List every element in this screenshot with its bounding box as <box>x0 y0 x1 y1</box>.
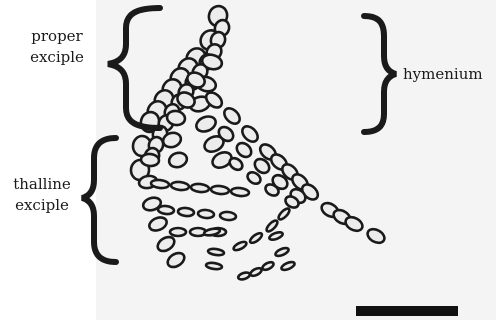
label-proper-exciple-line1: proper <box>14 26 100 47</box>
cell <box>343 214 365 233</box>
cell <box>191 183 210 193</box>
brace-hymenium <box>364 16 396 132</box>
cell <box>249 231 264 244</box>
brace-thalline-exciple <box>82 138 116 262</box>
label-thalline-exciple-line1: thalline <box>0 174 84 195</box>
cell <box>237 271 250 280</box>
cell <box>249 267 262 278</box>
cell <box>147 215 168 233</box>
cell <box>151 179 170 189</box>
cell <box>158 205 175 215</box>
cell <box>274 246 289 257</box>
cell <box>165 250 187 270</box>
label-thalline-exciple-line2: exciple <box>0 195 84 216</box>
cell <box>277 207 291 221</box>
label-proper-exciple: proper exciple <box>14 26 100 68</box>
label-hymenium: hymenium <box>403 64 483 85</box>
cell <box>171 181 190 191</box>
cell <box>239 123 260 144</box>
cell <box>265 219 279 233</box>
cell <box>268 231 283 242</box>
scale-bar <box>356 306 458 316</box>
cell <box>280 260 295 271</box>
cell <box>170 228 186 236</box>
cell <box>232 240 247 252</box>
cell <box>234 140 254 160</box>
cell <box>194 114 218 134</box>
cell <box>167 151 188 170</box>
cell <box>221 105 242 126</box>
cell <box>206 262 223 270</box>
cell <box>261 261 274 272</box>
cell <box>211 185 230 195</box>
cell <box>220 211 237 220</box>
label-proper-exciple-line2: exciple <box>14 47 100 68</box>
cell <box>198 209 215 218</box>
cell <box>365 226 387 245</box>
cell <box>178 207 195 217</box>
cell <box>231 187 250 197</box>
cell-chains <box>130 4 387 281</box>
cell <box>208 248 225 256</box>
label-thalline-exciple: thalline exciple <box>0 174 84 216</box>
cell <box>140 153 159 167</box>
cell <box>155 234 177 254</box>
